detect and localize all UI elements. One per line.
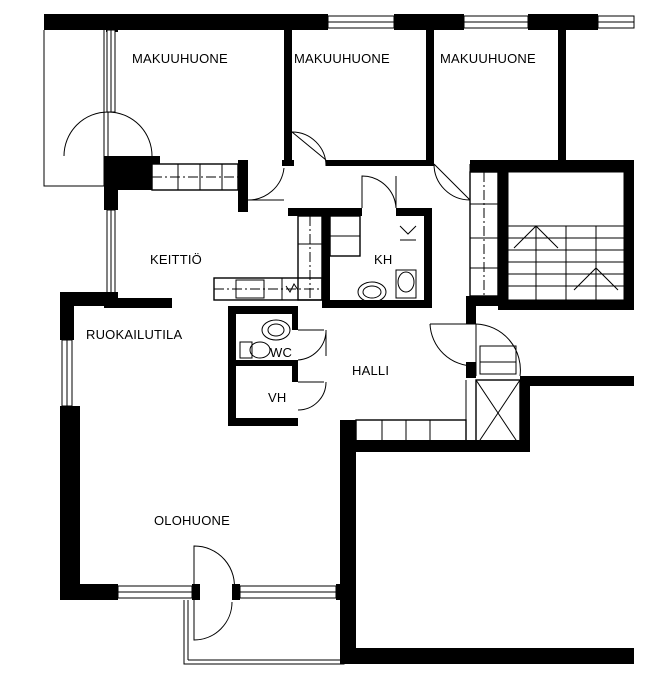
room-label-hall: HALLI: [352, 363, 389, 378]
doors: [63, 111, 521, 641]
room-label-bedroom-3: MAKUUHUONE: [440, 51, 536, 66]
room-label-bedroom-1: MAKUUHUONE: [132, 51, 228, 66]
room-label-living-room: OLOHUONE: [154, 513, 230, 528]
interior-walls: [104, 30, 634, 450]
room-label-bathroom: KH: [374, 252, 392, 267]
room-label-closet: VH: [268, 390, 286, 405]
room-label-bedroom-2: MAKUUHUONE: [294, 51, 390, 66]
room-label-toilet: WC: [270, 345, 292, 360]
fixtures: [151, 163, 521, 447]
stairs: [507, 171, 625, 301]
room-label-dining: RUOKAILUTILA: [86, 327, 182, 342]
room-label-kitchen: KEITTIÖ: [150, 252, 202, 267]
room-labels: MAKUUHUONE MAKUUHUONE MAKUUHUONE KEITTIÖ…: [86, 51, 536, 528]
exterior-walls: [43, 14, 635, 665]
